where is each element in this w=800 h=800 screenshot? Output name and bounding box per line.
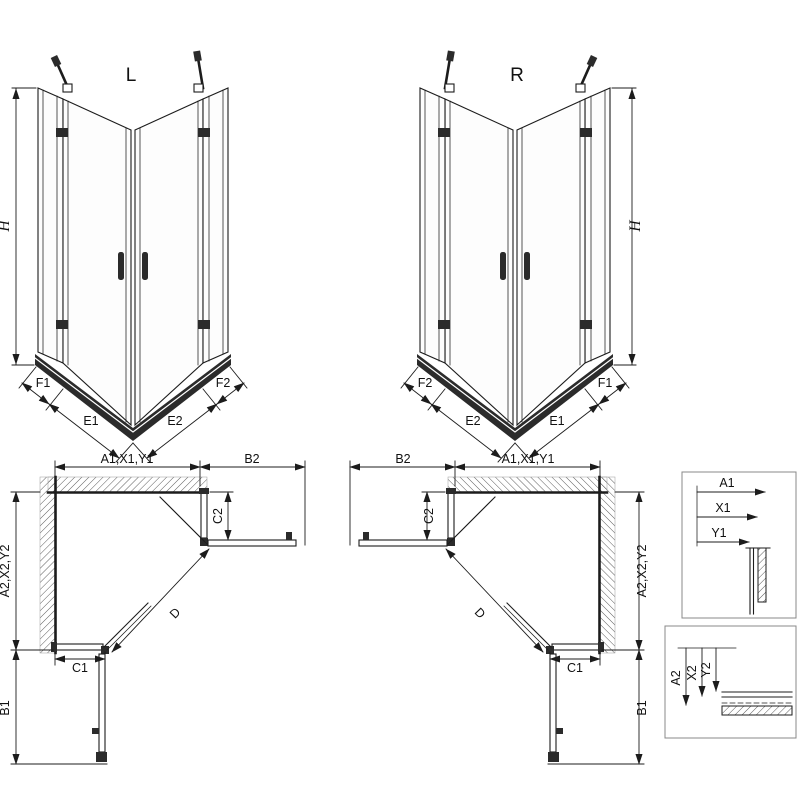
dim-label-a1x1y1-right-plan: A1,X1,Y1 — [502, 452, 555, 466]
dim-label-e2-right-view: E2 — [465, 414, 480, 428]
detail-view-wall-profile — [681, 471, 797, 619]
view-label-left: L — [126, 65, 137, 86]
dim-label-e1-right-view: E1 — [549, 414, 564, 428]
dim-label-b1-left-plan: B1 — [0, 700, 12, 715]
dim-label-c2-right-plan: C2 — [422, 508, 436, 524]
dim-label-e2-left-view: E2 — [167, 414, 182, 428]
dim-label-x1-detail: X1 — [715, 501, 730, 515]
dim-label-a2-detail: A2 — [669, 670, 683, 685]
dim-label-b1-right-plan: B1 — [635, 700, 649, 715]
dim-label-a2x2y2-right-plan: A2,X2,Y2 — [635, 545, 649, 598]
dim-label-h-left: H — [0, 220, 13, 233]
dim-label-c2-left-plan: C2 — [211, 508, 225, 524]
dim-label-a1-detail: A1 — [719, 476, 734, 490]
dim-label-e1-left-view: E1 — [83, 414, 98, 428]
dim-label-a2x2y2-left-plan: A2,X2,Y2 — [0, 545, 12, 598]
dim-label-c1-right-plan: C1 — [567, 661, 583, 675]
dim-label-b2-right-plan: B2 — [395, 452, 410, 466]
dim-label-f1-right-view: F1 — [598, 376, 613, 390]
dim-label-x2-detail: X2 — [685, 665, 699, 680]
dim-label-c1-left-plan: C1 — [72, 661, 88, 675]
dim-label-y1-detail: Y1 — [711, 526, 726, 540]
dim-label-y2-detail: Y2 — [699, 662, 713, 677]
detail-view-floor-profile — [664, 625, 797, 739]
dim-label-a1x1y1-left-plan: A1,X1,Y1 — [101, 452, 154, 466]
dim-label-h-right: H — [627, 220, 644, 233]
dim-label-f2-left-view: F2 — [216, 376, 231, 390]
dim-label-f2-right-view: F2 — [418, 376, 433, 390]
dim-label-f1-left-view: F1 — [36, 376, 51, 390]
view-label-right: R — [510, 65, 524, 86]
dim-label-b2-left-plan: B2 — [244, 452, 259, 466]
